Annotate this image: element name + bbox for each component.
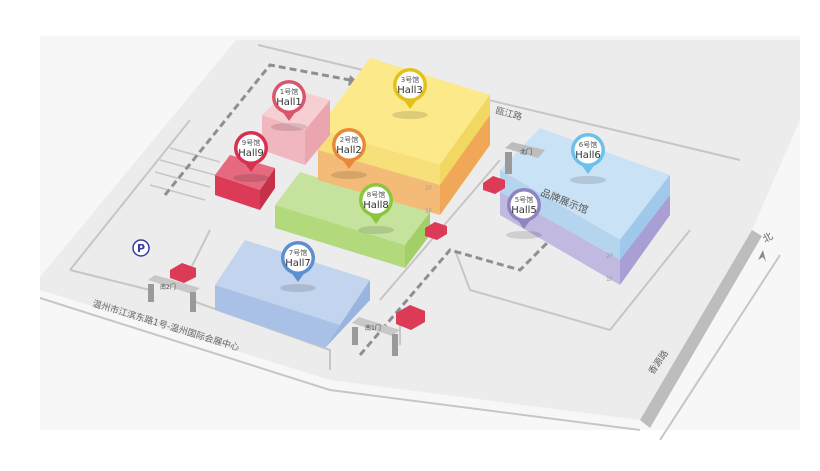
hall-pin-cn-label: 6号馆 [579,140,597,149]
hall9-building[interactable] [215,155,275,210]
route-path [163,63,567,356]
north-arrow-icon [758,250,766,262]
ticket-booths [170,176,505,330]
route-arrow-icon [348,75,358,86]
hall-pin-en-label: Hall6 [575,150,601,161]
platform-edge [640,230,762,428]
svg-text:北门: 北门 [520,148,532,156]
hall-pin-en-label: Hall1 [276,97,302,108]
svg-text:1F: 1F [606,276,614,283]
hall-pin-cn-label: 5号馆 [515,195,533,204]
hall-pin-en-label: Hall3 [397,85,423,96]
gate-south1[interactable]: 南1门 [352,317,400,356]
gate-south2[interactable]: 南2门 [148,275,200,312]
hall7-building[interactable] [215,240,370,348]
parking-icon: P [132,239,150,257]
gate-north[interactable]: 北门 [505,142,545,174]
hall-pin-en-label: Hall2 [336,145,362,156]
hall-pin-cn-label: 8号馆 [367,190,385,199]
svg-text:1F: 1F [425,208,433,215]
hall8-building[interactable] [275,172,430,268]
svg-text:南1门: 南1门 [365,324,381,332]
hall-pin-en-label: Hall9 [238,148,264,159]
hall-pin-cn-label: 1号馆 [280,87,298,96]
svg-text:南2门: 南2门 [160,283,176,291]
hall-pin-cn-label: 2号馆 [340,135,358,144]
svg-text:2F: 2F [606,253,614,260]
hall-pin-en-label: Hall7 [285,258,311,269]
hall-pin-cn-label: 3号馆 [401,75,419,84]
hall-pin-en-label: Hall5 [511,205,537,216]
svg-text:P: P [137,242,145,255]
svg-text:2F: 2F [425,185,433,192]
floor-labels: 2F 1F 2F 1F [425,185,614,283]
hall-pin-cn-label: 7号馆 [289,248,307,257]
hall-pin-cn-label: 9号馆 [242,138,260,147]
hall-pin-en-label: Hall8 [363,200,389,211]
